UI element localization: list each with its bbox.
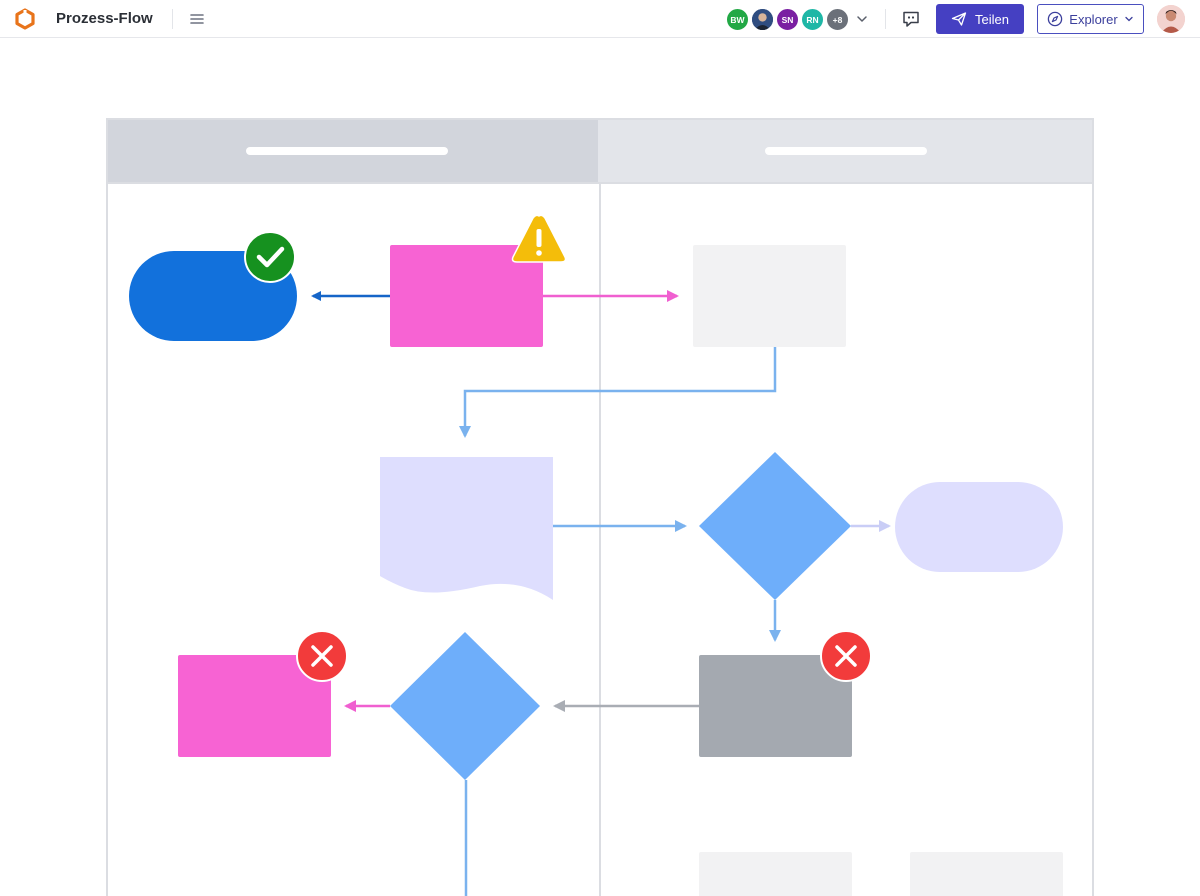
decision-shape[interactable] — [699, 452, 851, 600]
close-icon — [820, 630, 872, 682]
lane-title-placeholder — [765, 147, 927, 155]
person-photo-icon — [752, 9, 773, 30]
more-collaborators-badge[interactable]: +8 — [825, 7, 850, 32]
explorer-label: Explorer — [1069, 11, 1118, 27]
process-shape-placeholder[interactable] — [699, 852, 852, 896]
app-logo-icon[interactable] — [14, 8, 36, 30]
explorer-button[interactable]: Explorer — [1037, 4, 1144, 34]
compass-icon — [1048, 11, 1063, 27]
user-photo-icon — [1157, 5, 1185, 33]
decision-shape[interactable] — [390, 632, 540, 780]
avatar-initials: RN — [806, 14, 819, 25]
process-shape-gray[interactable] — [699, 655, 852, 757]
chevron-down-icon[interactable] — [855, 12, 869, 26]
close-icon — [296, 630, 348, 682]
avatar[interactable]: SN — [775, 7, 800, 32]
lane-title-placeholder — [246, 147, 448, 155]
process-shape[interactable] — [390, 245, 543, 347]
user-avatar[interactable] — [1157, 5, 1185, 33]
hamburger-menu-icon[interactable] — [186, 8, 208, 30]
paper-plane-icon — [951, 12, 967, 26]
share-button[interactable]: Teilen — [936, 4, 1024, 34]
check-icon — [244, 231, 296, 283]
connector-arrow — [459, 347, 777, 438]
comment-icon[interactable] — [901, 9, 921, 29]
connectors — [311, 290, 891, 896]
document-title[interactable]: Prozess-Flow — [56, 10, 153, 27]
avatar-photo[interactable] — [750, 7, 775, 32]
avatar[interactable]: RN — [800, 7, 825, 32]
process-shape[interactable] — [178, 655, 331, 757]
document-shape[interactable] — [380, 457, 553, 600]
process-shape-placeholder[interactable] — [910, 852, 1063, 896]
share-label: Teilen — [975, 11, 1009, 27]
chevron-down-icon — [1125, 16, 1133, 22]
avatar-initials: BW — [730, 14, 745, 25]
terminal-shape-lavender[interactable] — [895, 482, 1063, 572]
avatar[interactable]: BW — [725, 7, 750, 32]
process-shape-placeholder[interactable] — [693, 245, 846, 347]
divider — [172, 9, 173, 29]
top-bar: Prozess-Flow BW SN RN +8 Teilen — [0, 0, 1200, 38]
divider — [885, 9, 886, 29]
warning-icon — [511, 214, 567, 263]
avatar-initials: SN — [781, 14, 794, 25]
avatar-count: +8 — [832, 14, 843, 25]
